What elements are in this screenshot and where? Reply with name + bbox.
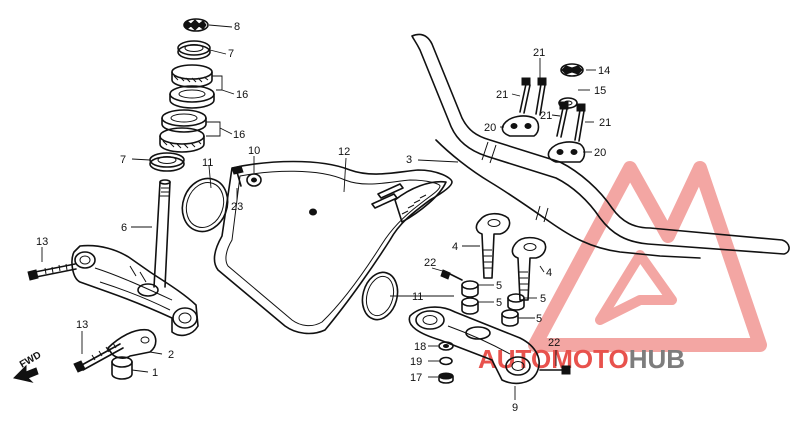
part-21-bolts: [519, 77, 586, 142]
callout-10: 10: [248, 145, 260, 157]
callout-5-a: 5: [496, 280, 502, 292]
callout-17: 17: [410, 372, 422, 384]
callout-21-b: 21: [496, 89, 508, 101]
part-6-steering-stem: [153, 179, 171, 288]
part-3-handlebar: [411, 33, 790, 259]
callout-5-d: 5: [536, 313, 542, 325]
callout-2: 2: [168, 349, 174, 361]
callout-18: 18: [414, 341, 426, 353]
part-16-bearing-top: [169, 64, 215, 109]
callout-20-b: 20: [594, 147, 606, 159]
callout-14: 14: [598, 65, 610, 77]
part-20-upper-holder-a: [501, 115, 540, 137]
callout-11-right: 11: [412, 291, 423, 303]
callout-21-a: 21: [533, 47, 545, 59]
part-10-grommet: [246, 173, 262, 187]
watermark-triangle-outer: [528, 161, 767, 352]
callout-9: 9: [512, 402, 518, 414]
part-12-number-plate: [213, 160, 453, 335]
part-13-bolt-bottom: [73, 342, 124, 373]
fwd-arrow: FWD: [13, 350, 43, 383]
part-13-bolt-top: [27, 263, 77, 281]
fwd-label: FWD: [18, 350, 43, 371]
part-11-rubber-band-right: [361, 271, 399, 321]
callout-4-right: 4: [546, 267, 552, 279]
watermark-triangle-inner: [595, 250, 677, 325]
part-7-race-top: [177, 40, 211, 60]
part-7-race-bottom: [149, 152, 185, 172]
part-22-bolt-upper: [440, 269, 463, 281]
part-18-washer: [438, 341, 454, 351]
callout-5-c: 5: [540, 293, 546, 305]
callout-16-bottom: 16: [233, 129, 245, 141]
callout-7-bottom: 7: [120, 154, 126, 166]
callout-19: 19: [410, 356, 422, 368]
callout-labels: 8 7 16 16 7 11 10 12 3 21 14 21 15 21 21…: [36, 21, 611, 414]
part-11-rubber-band-right-inner: [365, 275, 395, 317]
callout-4-left: 4: [452, 241, 458, 253]
callout-1: 1: [152, 367, 158, 379]
watermark-logo: AUTOMOTOHUB: [478, 161, 767, 374]
callout-15: 15: [594, 85, 606, 97]
callout-13-bottom: 13: [76, 319, 88, 331]
callout-13-top: 13: [36, 236, 48, 248]
callout-22-top: 22: [424, 257, 436, 269]
part-8-nut: [183, 18, 209, 32]
part-2-cable-guide: [107, 328, 157, 359]
leader-lines: [41, 24, 596, 400]
callout-6: 6: [121, 222, 127, 234]
part-4-lower-holder-right: [511, 236, 547, 301]
part-14-nut: [560, 63, 584, 77]
callout-20-a: 20: [484, 122, 496, 134]
part-17-nut: [438, 372, 454, 384]
part-20-upper-holder-b: [547, 141, 586, 163]
callout-11-left: 11: [202, 157, 213, 169]
part-9-top-bridge: [408, 306, 540, 385]
callout-3: 3: [406, 154, 412, 166]
callout-23: 23: [231, 201, 243, 213]
callout-16-top: 16: [236, 89, 248, 101]
part-11-rubber-band-left-inner: [185, 182, 225, 228]
callout-21-c: 21: [540, 110, 552, 122]
callout-22-bottom: 22: [548, 337, 560, 349]
callout-21-d: 21: [599, 117, 611, 129]
callout-7-top: 7: [228, 48, 234, 60]
part-steering-bottom-bridge: [71, 244, 199, 337]
part-22-bolt-lower: [539, 365, 571, 375]
part-1-collar: [111, 356, 133, 380]
callout-5-b: 5: [496, 297, 502, 309]
part-16-bearing-bottom: [159, 109, 207, 153]
callout-12: 12: [338, 146, 350, 158]
part-19-washer: [439, 356, 453, 366]
part-4-lower-holder-left: [475, 212, 511, 279]
watermark-text: AUTOMOTOHUB: [478, 344, 685, 374]
callout-8: 8: [234, 21, 240, 33]
